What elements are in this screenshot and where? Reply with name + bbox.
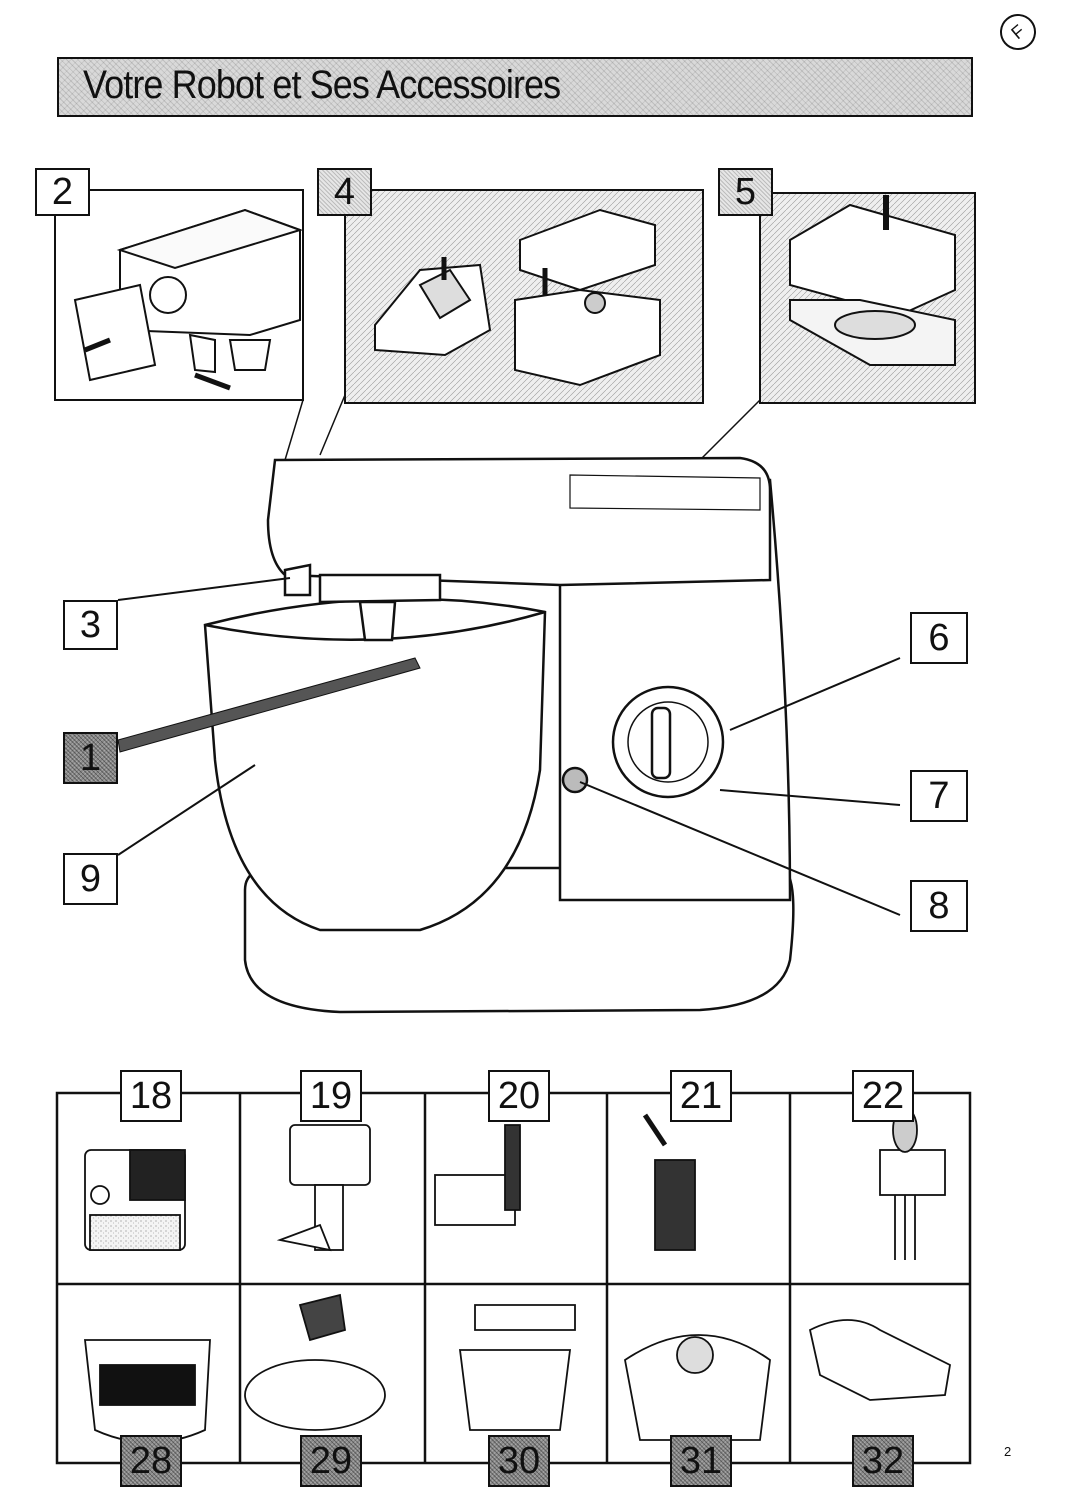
callout-8: 8 — [910, 880, 968, 932]
leader-lines-main — [117, 577, 901, 916]
page-title: Votre Robot et Ses Accessoires — [83, 63, 561, 107]
detail-panel-2 — [54, 189, 304, 401]
callout-1: 1 — [63, 732, 118, 784]
accessory-20-label: 20 — [488, 1070, 550, 1122]
callout-9: 9 — [63, 853, 118, 905]
accessory-30-label: 30 — [488, 1435, 550, 1487]
accessory-sketches — [83, 1107, 951, 1444]
page-number: 2 — [1004, 1444, 1012, 1459]
callout-3: 3 — [63, 600, 118, 650]
accessory-21-label: 21 — [670, 1070, 732, 1122]
detail-panel-4 — [344, 189, 704, 404]
accessory-28-label: 28 — [120, 1435, 182, 1487]
accessory-19-label: 19 — [300, 1070, 362, 1122]
accessory-22-label: 22 — [852, 1070, 914, 1122]
accessory-31-label: 31 — [670, 1435, 732, 1487]
callout-4: 4 — [317, 168, 372, 216]
callout-7: 7 — [910, 770, 968, 822]
accessory-32-label: 32 — [852, 1435, 914, 1487]
title-band: Votre Robot et Ses Accessoires — [57, 57, 973, 117]
detail-panel-5 — [759, 192, 976, 404]
mixer-body — [203, 456, 795, 1014]
accessory-29-label: 29 — [300, 1435, 362, 1487]
callout-5: 5 — [718, 168, 773, 216]
leader-lines-top — [284, 195, 761, 461]
callout-2: 2 — [35, 168, 90, 216]
accessory-18-label: 18 — [120, 1070, 182, 1122]
callout-6: 6 — [910, 612, 968, 664]
